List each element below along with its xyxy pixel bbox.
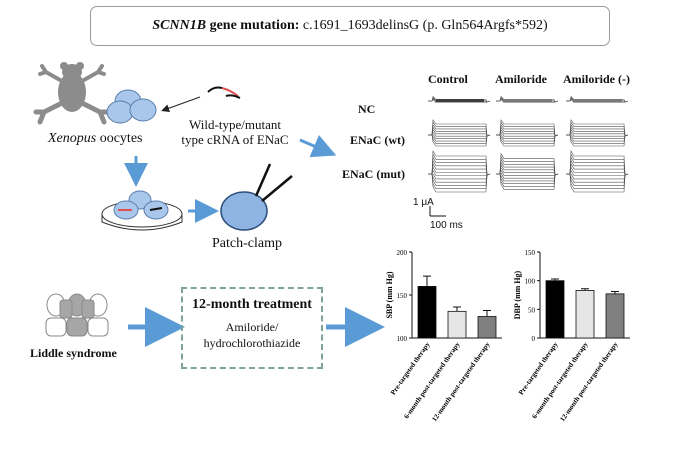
family-icon xyxy=(45,293,109,337)
species-name: Xenopus xyxy=(48,131,97,146)
crna-line-2: type cRNA of ENaC xyxy=(181,132,289,147)
sbp-error-bar-0 xyxy=(423,275,431,287)
dbp-ytick-label: 0 xyxy=(532,335,536,343)
patch-clamp-cell-icon xyxy=(220,163,293,231)
dbp-bar-1 xyxy=(575,290,595,339)
frog-icon xyxy=(33,62,111,125)
oocytes-icon xyxy=(106,89,157,124)
scale-current-label: 1 μA xyxy=(413,197,434,208)
oocytes-suffix: oocytes xyxy=(96,131,143,146)
trace-panel-0-0 xyxy=(428,95,491,103)
liddle-syndrome-label: Liddle syndrome xyxy=(30,346,117,360)
dbp-category-label-1: 6-month post-targeted therapy xyxy=(530,340,589,420)
sbp-ytick-label: 150 xyxy=(397,292,408,300)
sbp-category-label-2: 12-month post-targeted therapy xyxy=(430,340,491,423)
sbp-category-label-1: 6-month post-targeted therapy xyxy=(402,340,461,420)
column-header-control: Control xyxy=(428,72,468,86)
row-label-nc: NC xyxy=(358,102,376,116)
dbp-error-bar-1 xyxy=(581,288,589,291)
trace-panel-2-2 xyxy=(566,149,629,193)
trace-panel-2-0 xyxy=(428,149,491,193)
crna-strand-icon xyxy=(207,86,241,99)
trace-panel-1-2 xyxy=(566,119,629,147)
trace-panel-0-1 xyxy=(496,95,559,103)
dbp-ytick-label: 50 xyxy=(528,306,536,314)
dbp-bar-2 xyxy=(605,293,625,339)
crna-label: Wild-type/mutant type cRNA of ENaC xyxy=(170,117,300,147)
treatment-title: 12-month treatment xyxy=(192,297,312,312)
dbp-error-bar-2 xyxy=(611,291,619,294)
trace-panel-2-1 xyxy=(496,152,559,190)
column-header-amiloride-minus: Amiloride (-) xyxy=(563,72,630,86)
scale-time-label: 100 ms xyxy=(430,220,463,231)
title-box: SCNN1B gene mutation: c.1691_1693delinsG… xyxy=(90,6,610,46)
sbp-error-bar-2 xyxy=(483,309,491,317)
dbp-ylabel: DBP (mm Hg) xyxy=(513,270,522,319)
gene-name: SCNN1B xyxy=(152,18,207,33)
oocytes-label: Xenopus oocytes xyxy=(48,131,142,147)
sbp-ytick-label: 200 xyxy=(397,249,408,257)
treatment-line-1: Amiloride/ xyxy=(225,320,279,334)
injection-arrow xyxy=(161,96,201,113)
scale-bar xyxy=(429,206,446,217)
treatment-line-2: hydrochlorothiazide xyxy=(203,336,301,350)
sbp-ytick-label: 100 xyxy=(397,335,408,343)
trace-panel-0-2 xyxy=(566,95,629,103)
sbp-error-bar-1 xyxy=(453,306,461,312)
mutation-text: c.1691_1693delinsG (p. Gln564Argfs*592) xyxy=(299,18,548,33)
row-label-enac-wt: ENaC (wt) xyxy=(350,133,405,147)
dbp-category-label-2: 12-month post-targeted therapy xyxy=(558,340,619,423)
sbp-bar-1 xyxy=(447,310,467,339)
row-label-enac-mut: ENaC (mut) xyxy=(342,167,405,181)
current-traces xyxy=(428,95,629,193)
sbp-bar-0 xyxy=(417,285,437,339)
sbp-bar-2 xyxy=(477,316,497,339)
treatment-drugs: Amiloride/ hydrochlorothiazide xyxy=(183,319,321,351)
workflow-arrows xyxy=(124,135,385,347)
crna-line-1: Wild-type/mutant xyxy=(189,117,281,132)
column-header-amiloride: Amiloride xyxy=(495,72,547,86)
dbp-ytick-label: 100 xyxy=(525,278,536,286)
petri-dish-icon xyxy=(101,190,183,231)
dbp-ytick-label: 150 xyxy=(525,249,536,257)
trace-panel-1-0 xyxy=(428,119,491,147)
dbp-error-bar-0 xyxy=(551,278,559,281)
sbp-ylabel: SBP (mm Hg) xyxy=(385,271,394,318)
dbp-bar-0 xyxy=(545,280,565,339)
patch-clamp-label: Patch-clamp xyxy=(212,236,282,251)
title-label: gene mutation: xyxy=(206,18,300,33)
treatment-box: 12-month treatment Amiloride/ hydrochlor… xyxy=(181,287,323,369)
trace-panel-1-1 xyxy=(496,119,559,147)
